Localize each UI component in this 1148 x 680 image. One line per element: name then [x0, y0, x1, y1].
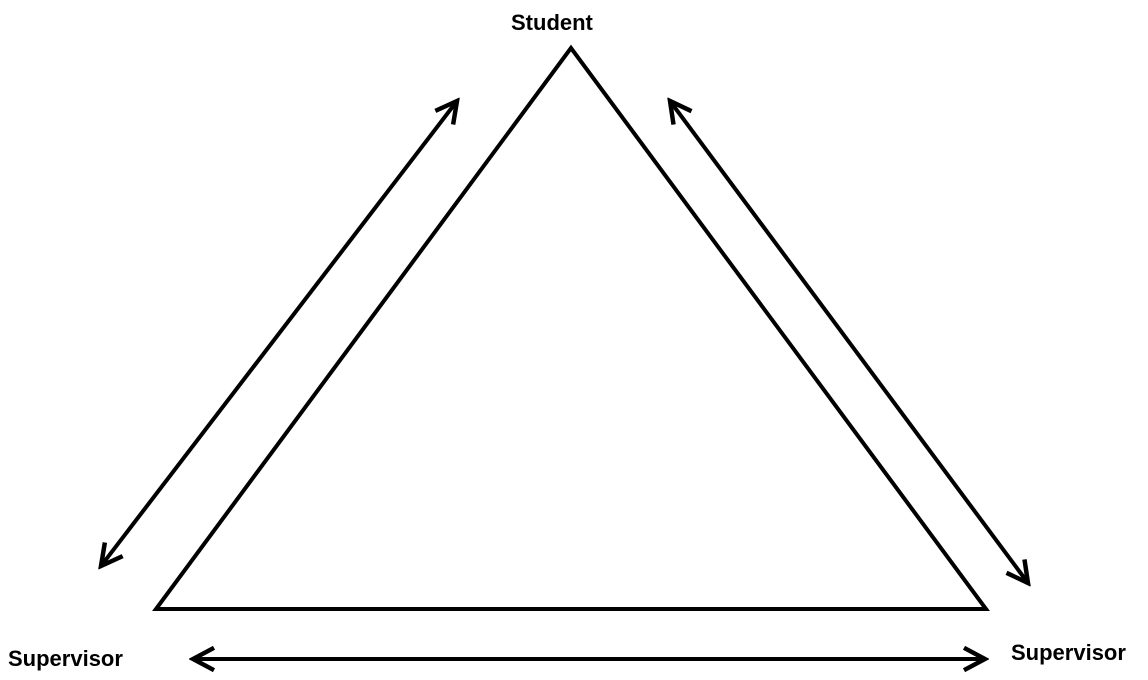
right-double-arrow: [670, 101, 1028, 583]
supervisor-left-label: Supervisor: [8, 646, 123, 671]
left-double-arrow: [101, 101, 457, 566]
student-label: Student: [511, 10, 593, 35]
supervisor-right-label: Supervisor: [1011, 640, 1126, 665]
